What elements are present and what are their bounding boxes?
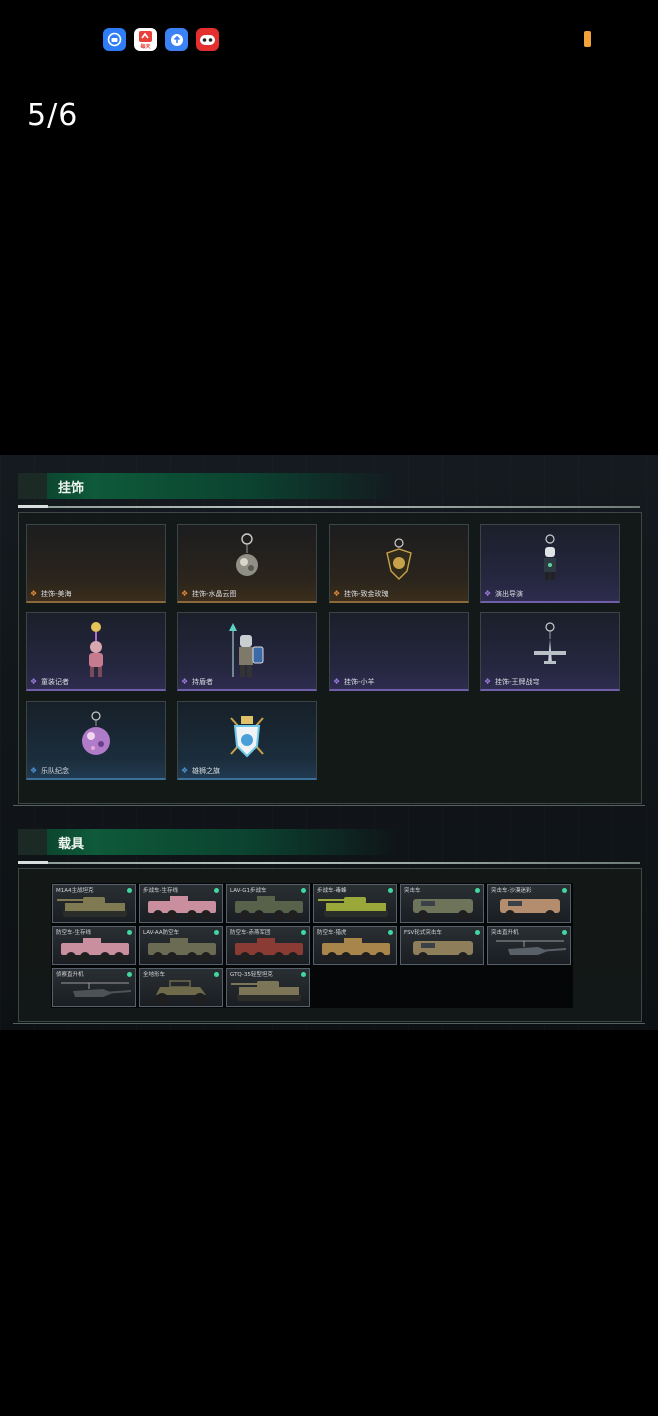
- vehicle-label: 防空车-生存线: [56, 930, 91, 936]
- vehicle-label: M1A4主战坦克: [56, 888, 94, 894]
- charm-label: 挂饰-致金玫瑰: [344, 590, 389, 598]
- vehicles-section-title: 载具: [58, 837, 85, 852]
- owned-indicator-icon: [214, 888, 219, 893]
- vehicle-card[interactable]: FSV轮式突击车: [400, 926, 484, 965]
- rarity-diamond-icon: ❖: [181, 589, 189, 598]
- charm-label: 持盾者: [192, 678, 213, 686]
- rarity-diamond-icon: ❖: [484, 589, 492, 598]
- owned-indicator-icon: [388, 888, 393, 893]
- vehicle-card[interactable]: 防空车-赤燕军团: [226, 926, 310, 965]
- owned-indicator-icon: [562, 888, 567, 893]
- message-icon: [103, 28, 126, 51]
- vehicle-card[interactable]: 全地形车: [139, 968, 223, 1007]
- vehicle-label: 突击直升机: [491, 930, 519, 936]
- vehicles-panel: M1A4主战坦克 步战车-生存线 LAV-G1步战车 步战车-毒蜂 突击车 突击车-沙漠迷…: [18, 868, 642, 1022]
- owned-indicator-icon: [301, 972, 306, 977]
- charms-section-title: 挂饰: [58, 481, 85, 496]
- charms-panel: ❖挂饰-美海❖挂饰-水晶云图❖挂饰-致金玫瑰❖演出导演❖童装记者❖持盾者❖挂饰-…: [18, 512, 642, 804]
- charms-section-header: 挂饰: [18, 455, 640, 508]
- charm-label: 乐队纪念: [41, 767, 69, 775]
- charm-art-icon: [225, 708, 269, 772]
- vehicle-label: 步战车-毒蜂: [317, 888, 347, 894]
- charm-art-icon: [79, 708, 113, 772]
- charm-label: 挂饰-小羊: [344, 678, 375, 686]
- vehicle-card[interactable]: 防空车-猎虎: [313, 926, 397, 965]
- charm-art-icon: [535, 531, 565, 595]
- charm-label: 童装记者: [41, 678, 69, 686]
- vehicle-label: 侦察直升机: [56, 972, 84, 978]
- charm-card[interactable]: ❖挂饰-小羊: [329, 612, 469, 691]
- page-counter: 5/6: [27, 98, 79, 133]
- news-app-icon: 每天: [134, 28, 157, 51]
- charm-card[interactable]: ❖演出导演: [480, 524, 620, 603]
- rarity-diamond-icon: ❖: [333, 677, 341, 686]
- game-inventory-screenshot: 挂饰 ❖挂饰-美海❖挂饰-水晶云图❖挂饰-致金玫瑰❖演出导演❖童装记者❖持盾者❖…: [0, 455, 658, 1030]
- owned-indicator-icon: [214, 930, 219, 935]
- game-controller-icon: [196, 28, 219, 51]
- charm-label: 挂饰-王牌战穹: [495, 678, 540, 686]
- owned-indicator-icon: [475, 888, 480, 893]
- vehicle-card[interactable]: 突击车: [400, 884, 484, 923]
- vehicle-card[interactable]: 突击直升机: [487, 926, 571, 965]
- vehicle-card[interactable]: 侦察直升机: [52, 968, 136, 1007]
- charm-art-icon: [530, 619, 570, 679]
- owned-indicator-icon: [127, 972, 132, 977]
- charm-card[interactable]: ❖挂饰-致金玫瑰: [329, 524, 469, 603]
- owned-indicator-icon: [301, 888, 306, 893]
- owned-indicator-icon: [475, 930, 480, 935]
- owned-indicator-icon: [301, 930, 306, 935]
- charm-label: 雄狮之旗: [192, 767, 220, 775]
- rarity-diamond-icon: ❖: [181, 677, 189, 686]
- vehicle-grid: M1A4主战坦克 步战车-生存线 LAV-G1步战车 步战车-毒蜂 突击车 突击车-沙漠迷…: [51, 883, 573, 1008]
- vehicle-card[interactable]: 防空车-生存线: [52, 926, 136, 965]
- owned-indicator-icon: [388, 930, 393, 935]
- vehicle-label: 突击车: [404, 888, 421, 894]
- status-bar: 每天: [0, 0, 658, 80]
- charm-label: 挂饰-水晶云图: [192, 590, 237, 598]
- charm-art-icon: [382, 531, 416, 591]
- rarity-diamond-icon: ❖: [181, 766, 189, 775]
- vehicle-label: GTQ-35轻型坦克: [230, 972, 273, 978]
- owned-indicator-icon: [562, 930, 567, 935]
- charm-card[interactable]: ❖持盾者: [177, 612, 317, 691]
- rarity-diamond-icon: ❖: [30, 766, 38, 775]
- charm-art-icon: [81, 619, 111, 687]
- charm-label: 演出导演: [495, 590, 523, 598]
- charm-card[interactable]: ❖童装记者: [26, 612, 166, 691]
- rarity-diamond-icon: ❖: [484, 677, 492, 686]
- rarity-diamond-icon: ❖: [333, 589, 341, 598]
- charm-label: 挂饰-美海: [41, 590, 72, 598]
- vehicle-card[interactable]: LAV-G1步战车: [226, 884, 310, 923]
- owned-indicator-icon: [214, 972, 219, 977]
- upload-icon: [165, 28, 188, 51]
- charm-art-icon: [232, 531, 262, 591]
- vehicle-label: 防空车-赤燕军团: [230, 930, 271, 936]
- rarity-diamond-icon: ❖: [30, 589, 38, 598]
- rarity-diamond-icon: ❖: [30, 677, 38, 686]
- vehicle-label: 防空车-猎虎: [317, 930, 347, 936]
- charm-art-icon: [227, 619, 267, 687]
- battery-icon: [584, 31, 591, 47]
- charm-card[interactable]: ❖挂饰-王牌战穹: [480, 612, 620, 691]
- vehicle-card[interactable]: 步战车-毒蜂: [313, 884, 397, 923]
- charm-card[interactable]: ❖乐队纪念: [26, 701, 166, 780]
- owned-indicator-icon: [127, 930, 132, 935]
- vehicle-label: 步战车-生存线: [143, 888, 178, 894]
- vehicle-label: 全地形车: [143, 972, 166, 978]
- news-app-label: 每天: [140, 44, 151, 50]
- vehicle-card[interactable]: GTQ-35轻型坦克: [226, 968, 310, 1007]
- vehicle-label: LAV-G1步战车: [230, 888, 267, 894]
- vehicle-card[interactable]: M1A4主战坦克: [52, 884, 136, 923]
- vehicle-label: LAV-AA防空车: [143, 930, 180, 936]
- vehicles-section-header: 载具: [18, 811, 640, 864]
- charm-card[interactable]: ❖挂饰-美海: [26, 524, 166, 603]
- vehicle-label: 突击车-沙漠迷彩: [491, 888, 532, 894]
- charm-card[interactable]: ❖雄狮之旗: [177, 701, 317, 780]
- vehicle-card[interactable]: 步战车-生存线: [139, 884, 223, 923]
- vehicle-card[interactable]: LAV-AA防空车: [139, 926, 223, 965]
- vehicle-card[interactable]: 突击车-沙漠迷彩: [487, 884, 571, 923]
- vehicle-label: FSV轮式突击车: [404, 930, 442, 936]
- owned-indicator-icon: [127, 888, 132, 893]
- charm-card[interactable]: ❖挂饰-水晶云图: [177, 524, 317, 603]
